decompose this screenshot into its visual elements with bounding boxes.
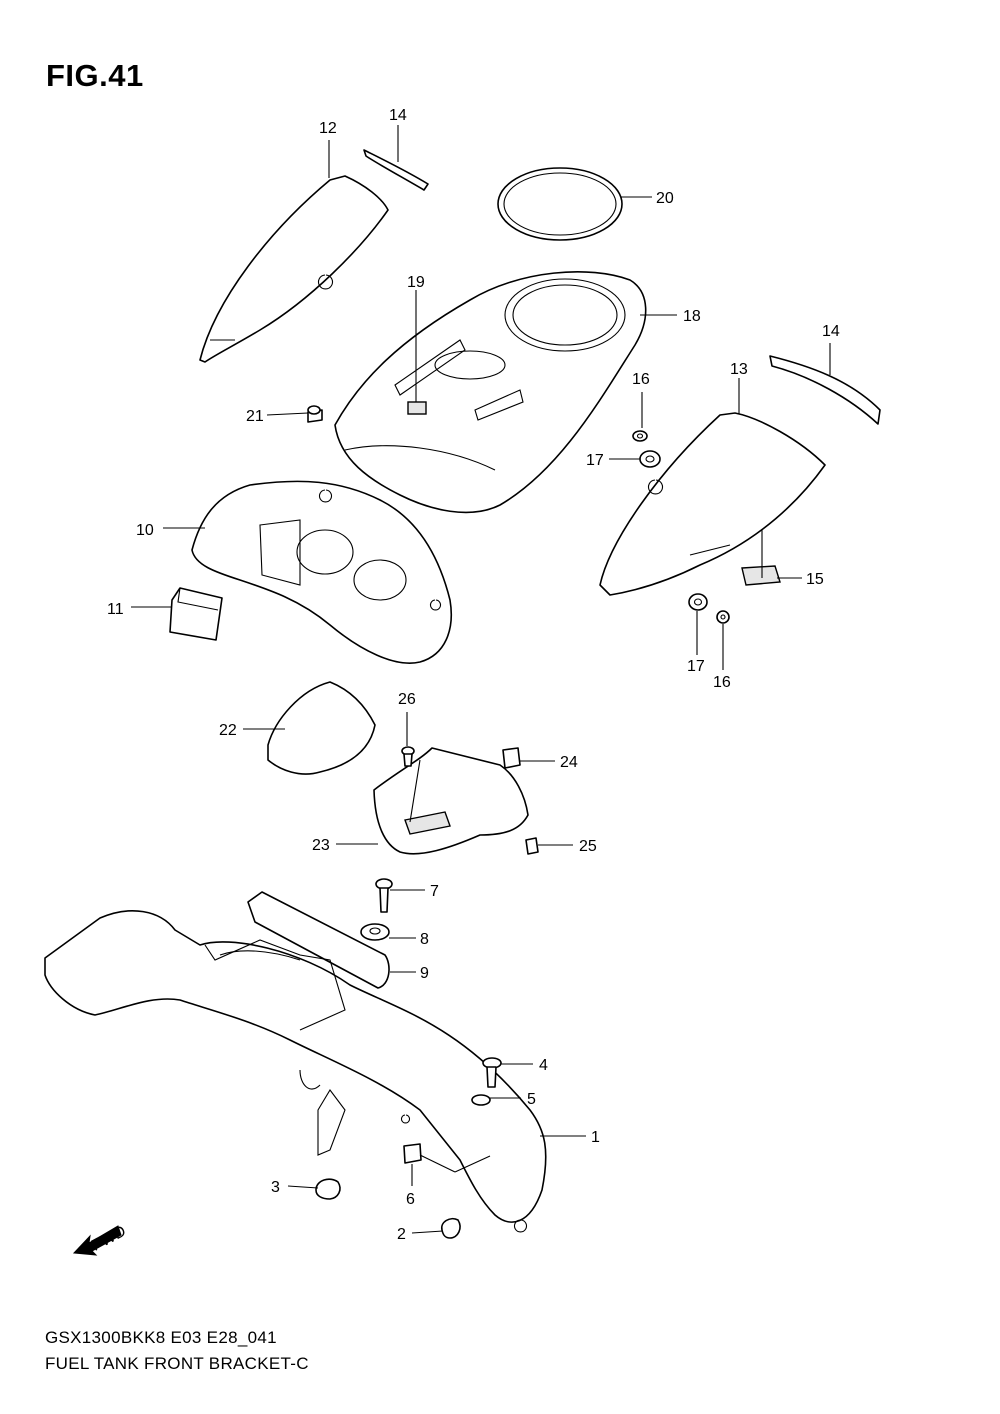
part-16-washer-upper (632, 430, 648, 442)
callout-1: 1 (591, 1129, 600, 1146)
fwd-arrow-icon: FWD (72, 1223, 129, 1256)
part-25-rivet (525, 837, 539, 855)
callout-5: 5 (527, 1091, 536, 1108)
callout-16-upper: 16 (632, 371, 650, 388)
part-17-grommet-upper (639, 450, 661, 468)
part-26-screw (401, 746, 415, 767)
part-12-left-side-cover (199, 175, 389, 363)
part-18-tank-top-cover (334, 271, 647, 514)
part-7-bolt (375, 878, 393, 913)
callout-22: 22 (219, 722, 237, 739)
part-9-bracket-plate (247, 891, 390, 989)
part-21-screw (307, 405, 323, 423)
callout-20: 20 (656, 190, 674, 207)
callout-2: 2 (397, 1226, 406, 1243)
callout-7: 7 (430, 883, 439, 900)
part-5-washer (471, 1094, 491, 1106)
part-3-cap (315, 1178, 341, 1200)
part-16-washer-lower (716, 610, 730, 624)
callout-19: 19 (407, 274, 425, 291)
leader-lines (131, 125, 831, 1234)
part-14-trim-strip-right (769, 355, 881, 425)
callout-8: 8 (420, 931, 429, 948)
part-8-grommet (360, 923, 390, 941)
figure-title: FIG.41 (46, 58, 144, 93)
callout-13: 13 (730, 361, 748, 378)
part-15-pad (741, 565, 781, 586)
callout-23: 23 (312, 837, 330, 854)
part-6-collar (403, 1143, 422, 1164)
part-22-small-cover (267, 681, 376, 775)
callout-12: 12 (319, 120, 337, 137)
callout-6: 6 (406, 1191, 415, 1208)
part-20-ring (497, 167, 623, 241)
callout-labels: 12 14 20 19 18 21 13 14 16 17 15 17 16 1… (107, 107, 840, 1243)
part-17-grommet-lower (688, 593, 708, 611)
callout-14-top: 14 (389, 107, 407, 124)
part-24-clip (502, 747, 521, 769)
callout-10: 10 (136, 522, 154, 539)
callout-24: 24 (560, 754, 578, 771)
callout-17-lower: 17 (687, 658, 705, 675)
callout-9: 9 (420, 965, 429, 982)
callout-18: 18 (683, 308, 701, 325)
part-4-bolt (482, 1057, 502, 1088)
fwd-arrow-label: FWD (89, 1223, 129, 1255)
callout-14-right: 14 (822, 323, 840, 340)
figure-caption: FUEL TANK FRONT BRACKET-C (45, 1354, 309, 1373)
callout-16-lower: 16 (713, 674, 731, 691)
part-13-right-side-cover (599, 412, 826, 596)
callout-25: 25 (579, 838, 597, 855)
callout-4: 4 (539, 1057, 548, 1074)
part-14-trim-strip-top (363, 149, 429, 191)
callout-17-upper: 17 (586, 452, 604, 469)
part-11-rubber-block (169, 587, 223, 641)
part-23-lower-cover (373, 747, 529, 855)
part-2-cap (440, 1217, 461, 1239)
part-1-front-bracket-frame (44, 910, 547, 1233)
model-code: GSX1300BKK8 E03 E28_041 (45, 1328, 277, 1347)
callout-26: 26 (398, 691, 416, 708)
part-10-bracket-housing (191, 480, 452, 664)
callout-15: 15 (806, 571, 824, 588)
callout-11: 11 (107, 601, 124, 618)
callout-3: 3 (271, 1179, 280, 1196)
callout-21: 21 (246, 408, 264, 425)
